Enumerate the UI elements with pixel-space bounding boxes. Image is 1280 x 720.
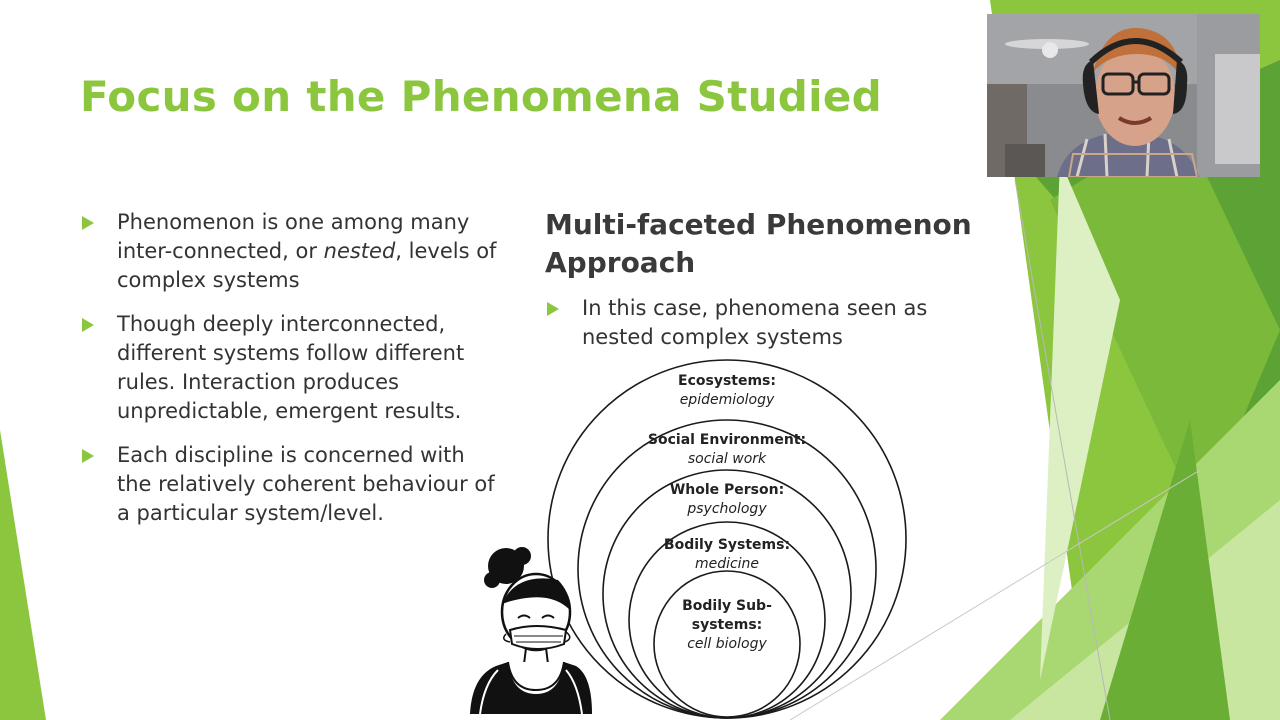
level-name: Bodily Systems: — [663, 537, 791, 553]
level-label-bodily-subsystems: Bodily Sub-systems: cell biology — [657, 597, 797, 654]
bullet-text: Each discipline is concerned with the re… — [117, 443, 495, 525]
slide-title: Focus on the Phenomena Studied — [80, 72, 882, 121]
level-discipline: psychology — [687, 501, 767, 517]
bullet-item: Though deeply interconnected, different … — [82, 310, 502, 426]
level-name: Ecosystems: — [678, 373, 776, 389]
masked-person-illustration — [470, 547, 592, 714]
level-name: Whole Person: — [669, 482, 785, 498]
bullet-item: In this case, phenomena seen as nested c… — [547, 294, 967, 352]
level-discipline: epidemiology — [679, 392, 775, 408]
level-name: Social Environment: — [647, 432, 807, 448]
ring-bodily-systems — [628, 521, 826, 719]
webcam-image — [987, 14, 1260, 177]
bullet-text: Though deeply interconnected, different … — [117, 312, 465, 423]
bullet-arrow-icon — [82, 449, 94, 463]
bullet-text-part: Phenomenon is one among many inter-conne… — [117, 210, 470, 263]
nested-systems-diagram — [547, 359, 907, 719]
bullet-text-part: , levels of complex systems — [117, 239, 497, 292]
right-heading: Multi-faceted Phenomenon Approach — [545, 208, 972, 279]
level-discipline: medicine — [694, 556, 760, 572]
level-label-bodily-systems: Bodily Systems: medicine — [617, 536, 837, 574]
bullet-item: Each discipline is concerned with the re… — [82, 441, 502, 528]
ring-bodily-subsystems — [653, 570, 801, 718]
bullet-emphasis: nested — [323, 239, 396, 263]
level-label-whole-person: Whole Person: psychology — [617, 481, 837, 519]
bullet-item: Phenomenon is one among many inter-conne… — [82, 208, 502, 295]
webcam-video-feed — [987, 14, 1260, 177]
left-bullet-list: Phenomenon is one among many inter-conne… — [82, 208, 502, 543]
bullet-arrow-icon — [547, 302, 559, 316]
bullet-arrow-icon — [82, 318, 94, 332]
bullet-text: In this case, phenomena seen as nested c… — [582, 296, 928, 349]
level-label-social-environment: Social Environment: social work — [617, 431, 837, 469]
right-bullet-list: In this case, phenomena seen as nested c… — [547, 294, 967, 352]
level-discipline: social work — [687, 451, 767, 467]
level-name: Bodily Sub-systems: — [682, 598, 772, 633]
level-discipline: cell biology — [687, 636, 767, 652]
level-label-ecosystems: Ecosystems: epidemiology — [617, 372, 837, 410]
bullet-arrow-icon — [82, 216, 94, 230]
